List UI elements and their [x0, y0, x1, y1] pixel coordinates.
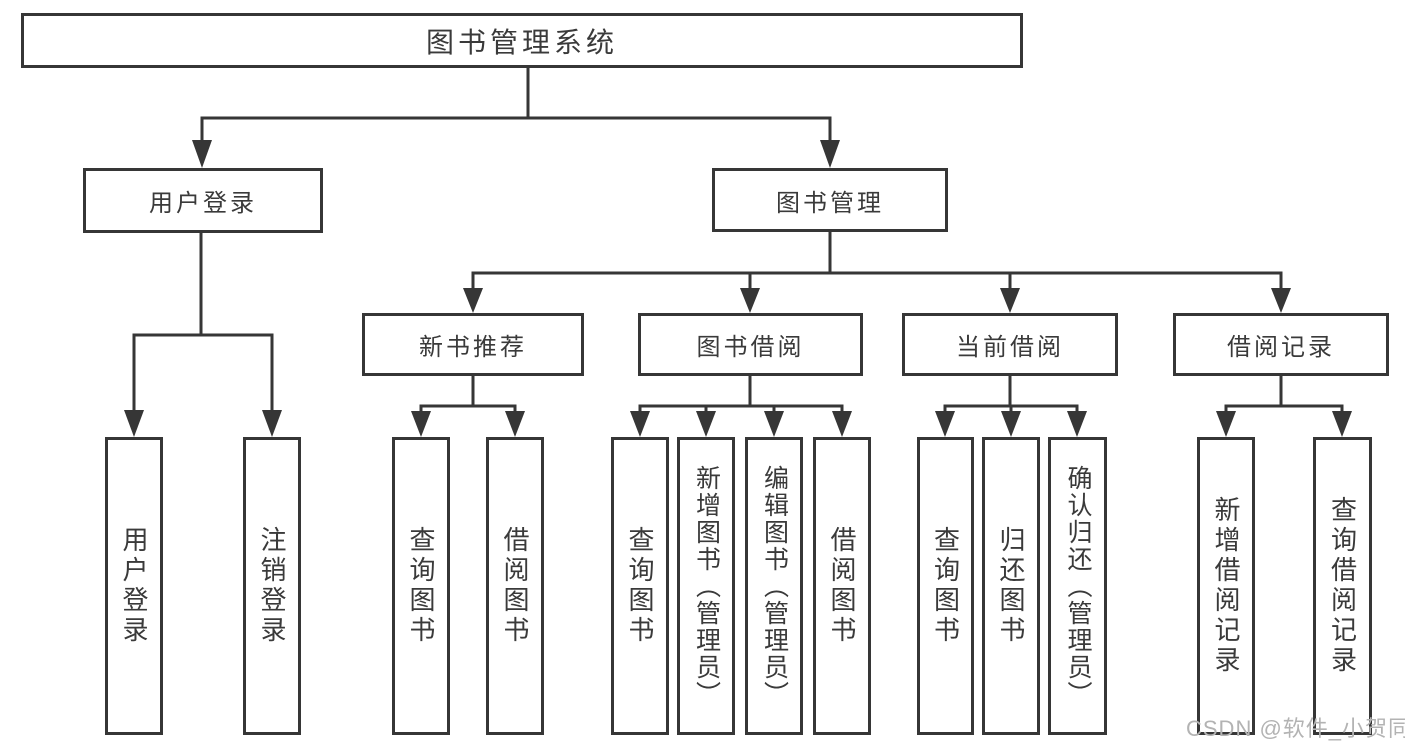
leaf-return-books: 归还图书 [982, 437, 1040, 735]
node-current-borrowing: 当前借阅 [902, 313, 1118, 376]
connector-book-borrowing-to-children [630, 374, 852, 437]
connector-current-borrowing-to-children [935, 374, 1087, 437]
leaf-borrow-books-borrowing: 借阅图书 [813, 437, 871, 735]
leaf-add-borrow-record: 新增借阅记录 [1197, 437, 1255, 735]
connector-root-to-level2 [192, 66, 840, 168]
node-book-management: 图书管理 [712, 168, 948, 232]
node-book-borrowing: 图书借阅 [638, 313, 863, 376]
node-new-book-recommendation: 新书推荐 [362, 313, 584, 376]
leaf-query-books-current: 查询图书 [917, 437, 974, 735]
connector-book-management-to-level3 [463, 230, 1291, 313]
node-user-login: 用户登录 [83, 168, 323, 233]
leaf-user-login: 用户登录 [105, 437, 163, 735]
csdn-watermark: CSDN @软件_小贺同学 [1186, 716, 1405, 741]
leaf-query-books-recommend: 查询图书 [392, 437, 450, 735]
connector-new-book-to-children [411, 374, 525, 437]
node-borrowing-records: 借阅记录 [1173, 313, 1389, 376]
leaf-confirm-return-admin: 确认归还（管理员） [1048, 437, 1107, 735]
node-root: 图书管理系统 [21, 13, 1023, 68]
leaf-edit-books-admin: 编辑图书（管理员） [745, 437, 803, 735]
connector-borrowing-records-to-children [1216, 374, 1352, 437]
leaf-borrow-books-recommend: 借阅图书 [486, 437, 544, 735]
connector-user-login-to-children [124, 231, 282, 437]
leaf-query-books-borrowing: 查询图书 [611, 437, 669, 735]
leaf-add-books-admin: 新增图书（管理员） [677, 437, 735, 735]
leaf-logout: 注销登录 [243, 437, 301, 735]
leaf-query-borrow-record: 查询借阅记录 [1313, 437, 1372, 735]
